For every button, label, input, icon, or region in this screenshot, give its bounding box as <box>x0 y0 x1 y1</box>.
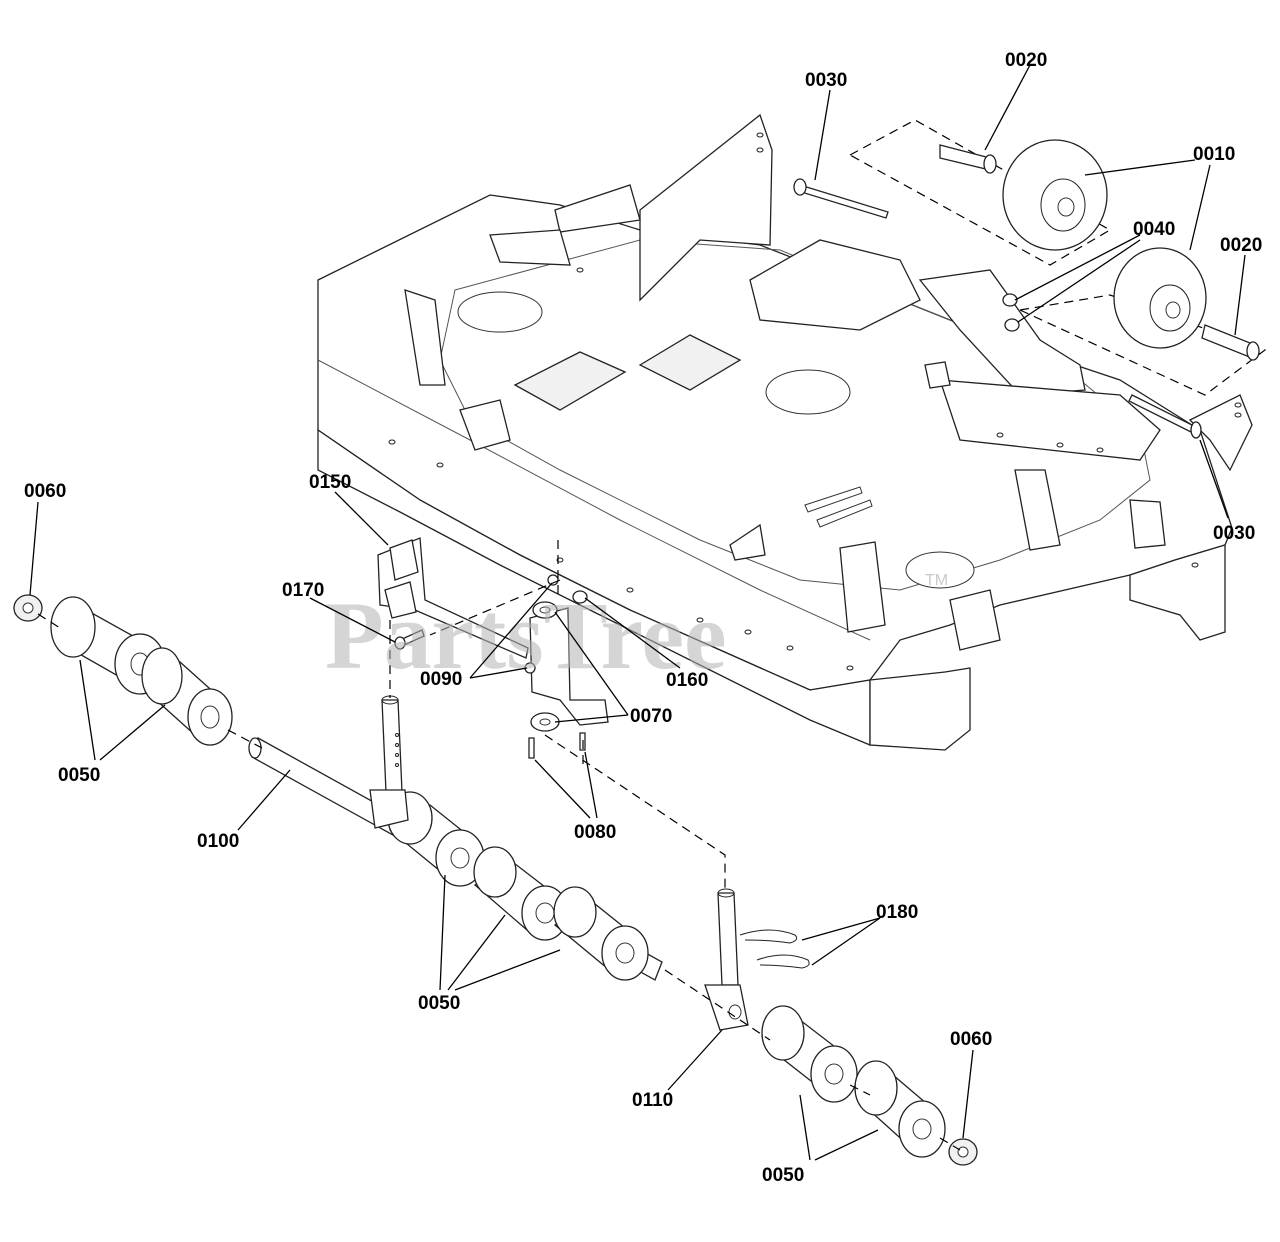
callout-0170: 0170 <box>282 580 324 601</box>
alignment-lines <box>37 540 961 1151</box>
callout-0150: 0150 <box>309 472 351 493</box>
callout-0080: 0080 <box>574 822 616 843</box>
callout-0090: 0090 <box>420 669 462 690</box>
leader-lines <box>29 64 1246 1161</box>
callout-0110: 0110 <box>632 1090 673 1111</box>
callout-0180: 0180 <box>876 902 918 923</box>
callout-0060-right: 0060 <box>950 1029 992 1050</box>
callout-0020-right: 0020 <box>1220 235 1262 256</box>
callout-0060-left: 0060 <box>24 481 66 502</box>
callout-0050-right: 0050 <box>762 1165 804 1186</box>
watermark: PartsTree <box>325 582 727 689</box>
callout-0010: 0010 <box>1193 144 1235 165</box>
callout-0050-center: 0050 <box>418 993 460 1014</box>
callout-0100: 0100 <box>197 831 239 852</box>
callout-0160: 0160 <box>666 670 708 691</box>
callout-0070: 0070 <box>630 706 672 727</box>
callout-labels: 0010 0020 0020 0030 0030 0040 0050 0050 … <box>24 50 1262 1186</box>
callout-0040: 0040 <box>1133 219 1175 240</box>
callout-0050-left: 0050 <box>58 765 100 786</box>
callout-0020-top: 0020 <box>1005 50 1047 71</box>
anti-scalp-wheel-assembly <box>793 119 1267 439</box>
callout-0030-top: 0030 <box>805 70 847 91</box>
watermark-trademark: TM <box>925 572 948 589</box>
callout-0030-right: 0030 <box>1213 523 1255 544</box>
mower-deck <box>317 113 1253 751</box>
